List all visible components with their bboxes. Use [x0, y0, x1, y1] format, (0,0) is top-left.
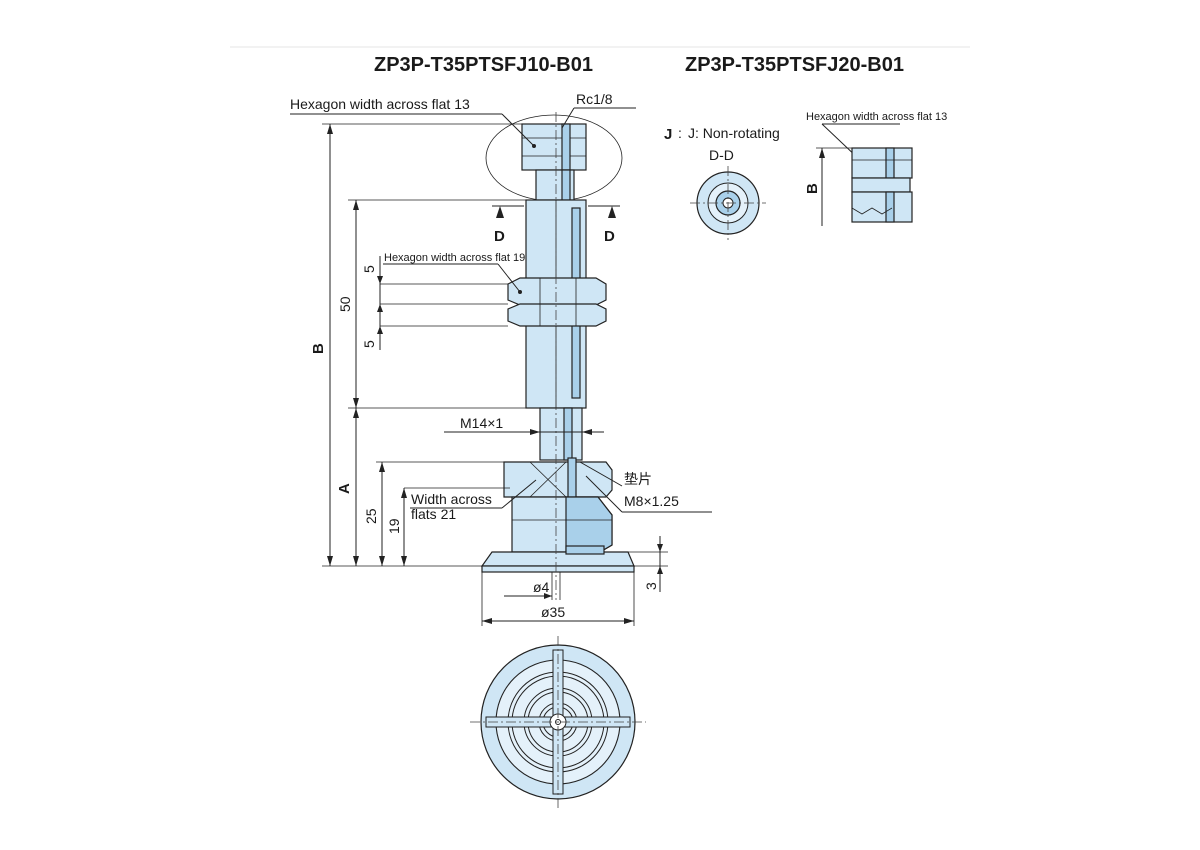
suction-cup — [480, 551, 635, 567]
dim-50: 50 — [337, 296, 353, 312]
section-mark-left: D — [494, 228, 505, 245]
label-gasket: 垫片 — [624, 471, 652, 487]
dim-25: 25 — [363, 508, 379, 524]
j-fitting-neck — [851, 177, 911, 193]
main-assembly — [480, 112, 635, 600]
threaded-stem — [539, 407, 583, 461]
option-j-section: J : J: Non-rotating D-D Hexagon width ac… — [664, 111, 947, 240]
dim-19: 19 — [386, 518, 402, 534]
j-fitting-body — [851, 191, 913, 223]
top-hex-fitting — [521, 123, 587, 171]
j-hex-fitting — [851, 147, 913, 179]
hex-nut-lower — [507, 303, 607, 327]
label-wf-line1: Width across — [411, 491, 492, 507]
label-m14: M14×1 — [460, 415, 503, 431]
adapter-block — [503, 461, 613, 498]
gasket — [567, 457, 577, 499]
dim-3: 3 — [643, 582, 659, 590]
dimensions: Hexagon width across flat 13 Rc1/8 B 50 … — [290, 91, 712, 626]
label-hex19: Hexagon width across flat 19 — [384, 252, 525, 264]
label-hex13: Hexagon width across flat 13 — [290, 96, 470, 112]
label-wf-line2: flats 21 — [411, 506, 456, 522]
dim-b: B — [310, 343, 327, 354]
label-d4: ø4 — [533, 579, 550, 595]
dim-a: A — [336, 483, 353, 494]
j-separator: : — [678, 125, 682, 141]
label-m8: M8×1.25 — [624, 493, 679, 509]
hex-nut-upper — [507, 277, 607, 306]
label-d35: ø35 — [541, 604, 565, 620]
bottom-view — [470, 636, 646, 808]
section-mark-right: D — [604, 228, 615, 245]
title-left: ZP3P-T35PTSFJ10-B01 — [374, 54, 593, 76]
section-dd-label: D-D — [709, 147, 734, 163]
j-prefix: J — [664, 126, 672, 143]
j-label: J: Non-rotating — [688, 125, 780, 141]
title-right: ZP3P-T35PTSFJ20-B01 — [685, 54, 904, 76]
cup-lip — [481, 565, 635, 573]
label-hex13-small: Hexagon width across flat 13 — [806, 111, 947, 123]
dim-5-lower: 5 — [361, 340, 377, 348]
dim-5-upper: 5 — [361, 265, 377, 273]
j-dim-b: B — [804, 183, 821, 194]
label-rc: Rc1/8 — [576, 91, 613, 107]
